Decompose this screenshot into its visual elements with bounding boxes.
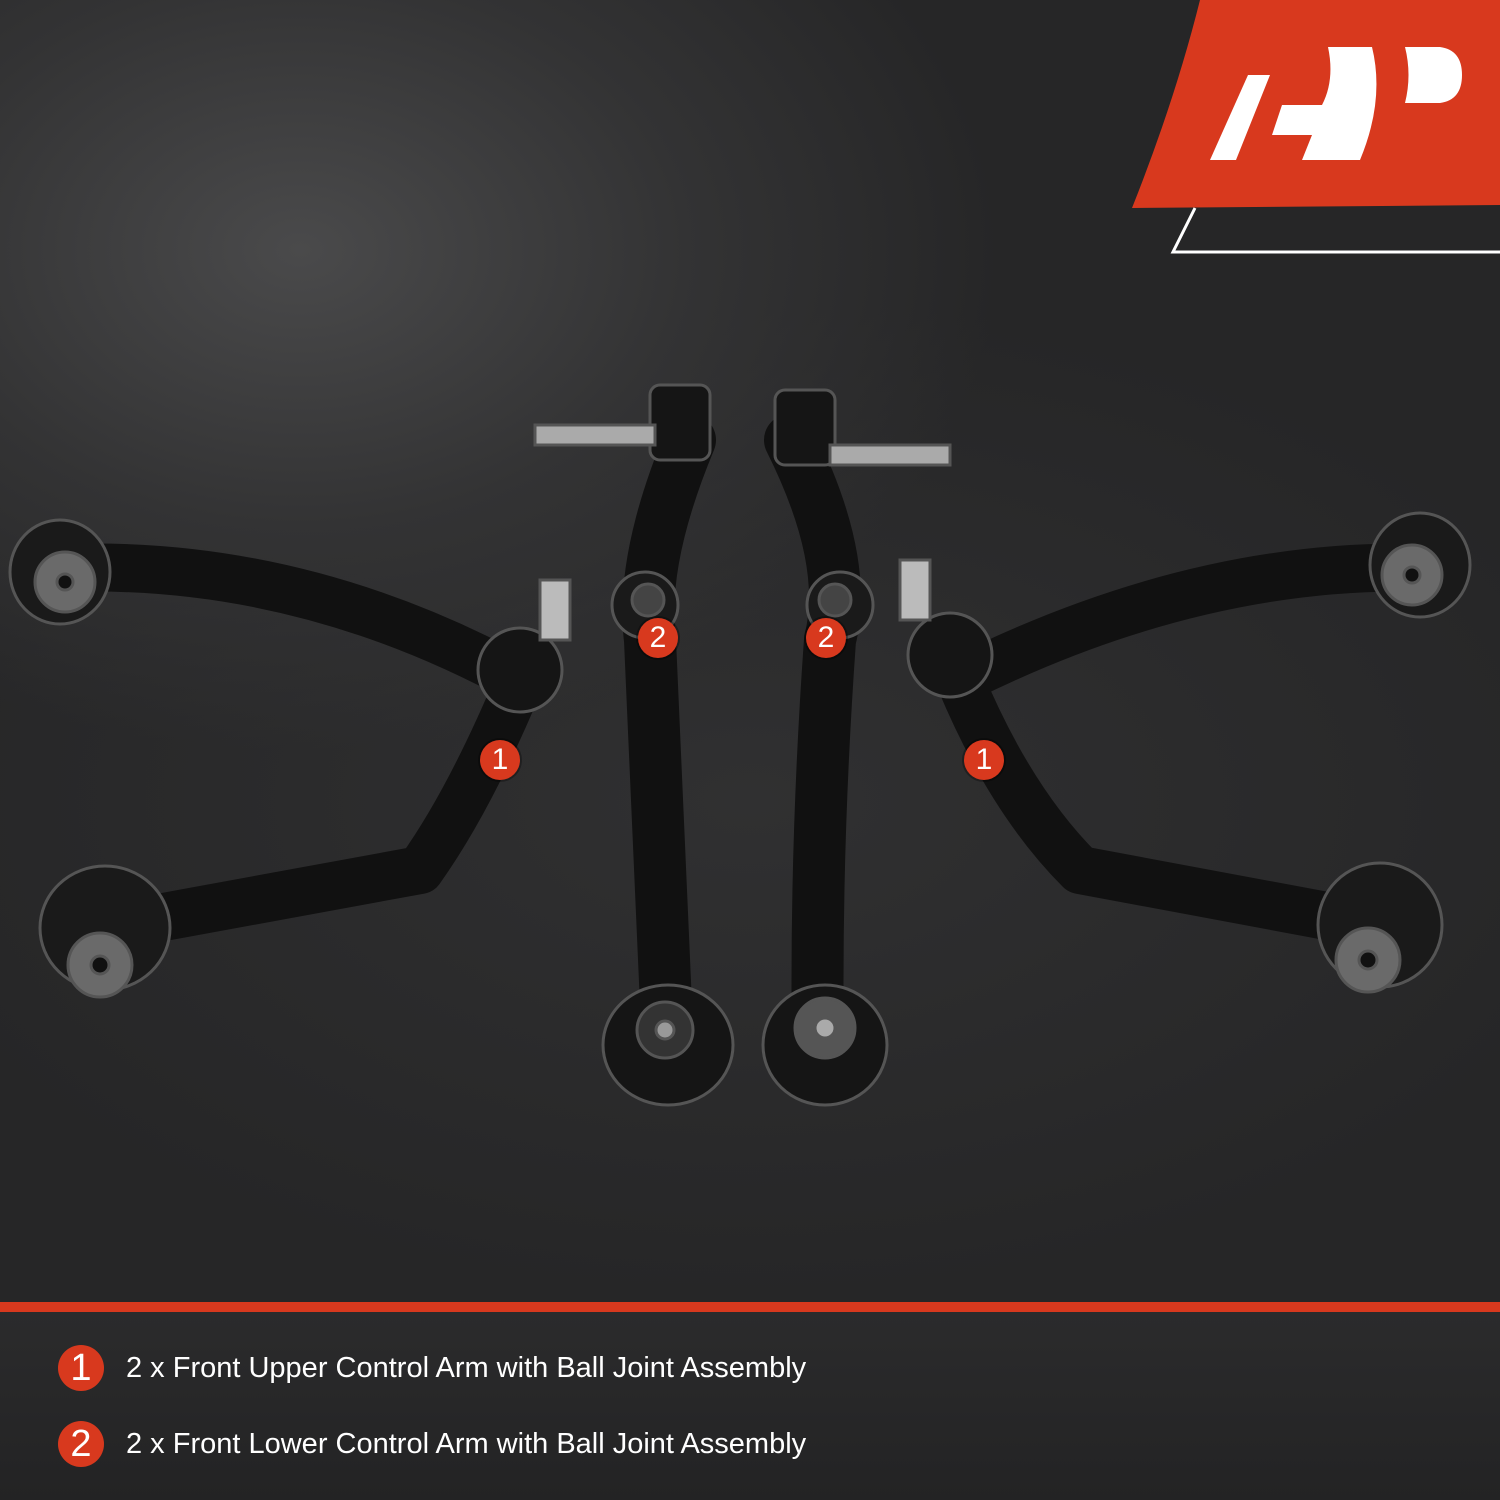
- legend-item-lower-arm: 2 2 x Front Lower Control Arm with Ball …: [58, 1421, 806, 1467]
- legend-panel: 1 2 x Front Upper Control Arm with Ball …: [0, 1312, 1500, 1500]
- legend-text: 2 x Front Upper Control Arm with Ball Jo…: [126, 1351, 807, 1384]
- brand-logo: [1132, 0, 1500, 254]
- callout-marker-2-right: 2: [806, 618, 846, 658]
- product-photo-control-arms: [8, 383, 1472, 1107]
- legend-text: 2 x Front Lower Control Arm with Ball Jo…: [126, 1427, 807, 1460]
- divider-line: [0, 1302, 1500, 1312]
- legend-number-badge: 2: [58, 1421, 104, 1467]
- callout-marker-2-left: 2: [638, 618, 678, 658]
- legend-item-upper-arm: 1 2 x Front Upper Control Arm with Ball …: [58, 1345, 806, 1391]
- callout-marker-1-left: 1: [480, 740, 520, 780]
- callout-marker-1-right: 1: [964, 740, 1004, 780]
- legend-number-badge: 1: [58, 1345, 104, 1391]
